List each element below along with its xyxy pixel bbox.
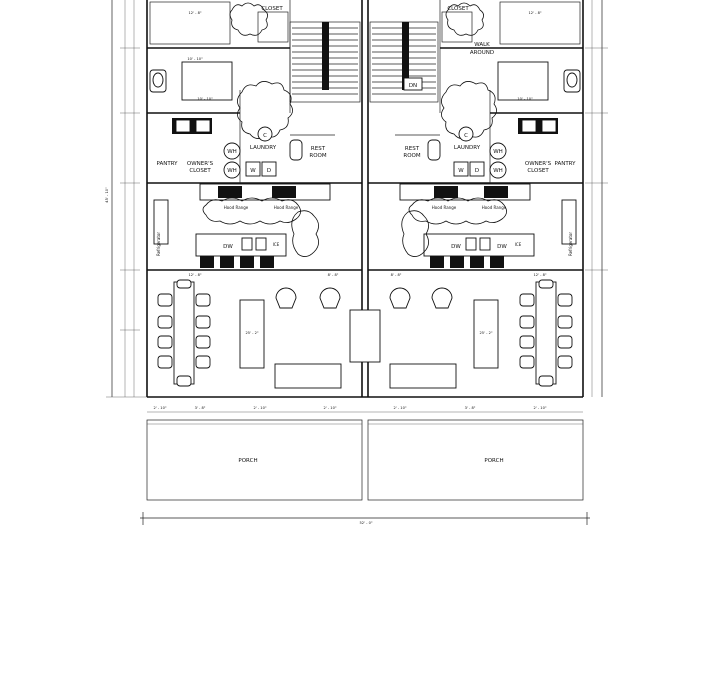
- left-unit-top: 12' - 8" 10' - 10" CLOSET 10' - 10": [149, 1, 361, 179]
- left-kitchen: Hood Range Hood Range Refrigerator DW IC…: [153, 183, 331, 268]
- porch-label-right: PORCH: [484, 458, 503, 464]
- left-living: 12' - 8" 25' - 2" 8' - 8": [157, 273, 342, 389]
- laundry-label-left: LAUNDRY: [250, 145, 277, 151]
- owners-closet-label-right: OWNER'S: [525, 161, 552, 167]
- refrigerator-label-left: Refrigerator: [156, 232, 161, 256]
- living-dim-right: 25' - 2": [479, 331, 492, 335]
- bath-dim-left: 10' - 10": [187, 57, 203, 61]
- porch-dim-3: 2' - 10": [253, 406, 266, 410]
- pantry-label-left: PANTRY: [156, 161, 178, 167]
- stairs-right: DN: [369, 21, 439, 103]
- tub-dim-right: 10' - 10": [517, 97, 533, 101]
- washer-c-left: C: [263, 133, 267, 139]
- wh-label-right-2: WH: [493, 168, 503, 174]
- porch-dim-1: 2' - 10": [153, 406, 166, 410]
- restroom-label-left: REST: [311, 146, 326, 152]
- porch: 2' - 10" 3' - 8" 2' - 10" 2' - 10" 2' - …: [140, 406, 590, 525]
- right-kitchen: Hood Range Hood Range Refrigerator DW DW…: [399, 183, 577, 268]
- dw-label-right-1: DW: [451, 244, 461, 250]
- around-label-right: AROUND: [470, 50, 494, 56]
- wh-label-left-2: WH: [227, 168, 237, 174]
- restroom-label-right-2: ROOM: [403, 153, 420, 159]
- owners-closet-label-left: OWNER'S: [187, 161, 214, 167]
- dw-label-left: DW: [223, 244, 233, 250]
- refrigerator-label-right: Refrigerator: [568, 232, 573, 256]
- right-dimension-line: [585, 0, 608, 397]
- restroom-label-right: REST: [405, 146, 420, 152]
- dining-dim-right: 12' - 8": [533, 273, 546, 277]
- hood-range-right-2: Hood Range: [482, 205, 507, 210]
- down-label: DN: [409, 83, 417, 89]
- wh-label-right: WH: [493, 149, 503, 155]
- overall-width-label: 52' - 0": [359, 521, 372, 525]
- hood-range-right-1: Hood Range: [432, 205, 457, 210]
- dryer-label-left: D: [267, 168, 271, 174]
- center-table: [349, 309, 381, 363]
- center-dim-left: 8' - 8": [328, 273, 339, 277]
- owners-closet-label-right-2: CLOSET: [527, 168, 549, 174]
- closet-label-left: CLOSET: [261, 6, 283, 12]
- center-dim-right: 8' - 8": [391, 273, 402, 277]
- wh-label-left: WH: [227, 149, 237, 155]
- owners-closet-label-left-2: CLOSET: [189, 168, 211, 174]
- right-living: 12' - 8" 25' - 2" 8' - 8": [389, 273, 573, 389]
- ice-label-left: ICE: [273, 242, 280, 247]
- ice-label-right: ICE: [515, 242, 522, 247]
- washer-label-right: W: [458, 168, 464, 174]
- dw-label-right-2: DW: [497, 244, 507, 250]
- stairs-left: [289, 21, 361, 103]
- tub-dim-left: 10' - 10": [197, 97, 213, 101]
- porch-dim-5: 2' - 10": [393, 406, 406, 410]
- laundry-label-right: LAUNDRY: [454, 145, 481, 151]
- hood-range-left-1: Hood Range: [224, 205, 249, 210]
- dining-dim-left: 12' - 8": [188, 273, 201, 277]
- walk-label-right: WALK: [474, 42, 490, 48]
- bedroom-dim-left: 12' - 8": [188, 11, 201, 15]
- dryer-label-right: D: [475, 168, 479, 174]
- washer-c-right: C: [464, 133, 468, 139]
- washer-label-left: W: [250, 168, 256, 174]
- pantry-label-right: PANTRY: [554, 161, 576, 167]
- porch-label-left: PORCH: [238, 458, 257, 464]
- porch-dim-6: 3' - 8": [465, 406, 476, 410]
- restroom-label-left-2: ROOM: [309, 153, 326, 159]
- bedroom-dim-right: 12' - 8": [528, 11, 541, 15]
- hood-range-left-2: Hood Range: [274, 205, 299, 210]
- vertical-dimension-label: 45' - 10": [105, 187, 109, 203]
- porch-dim-7: 2' - 10": [533, 406, 546, 410]
- living-dim-left: 25' - 2": [245, 331, 258, 335]
- porch-dim-4: 2' - 10": [323, 406, 336, 410]
- right-unit-top: 12' - 8" CLOSET WALK AROUND DN 36": [369, 1, 581, 179]
- left-dimension-line: 45' - 10": [105, 0, 147, 398]
- closet-label-right: CLOSET: [447, 6, 469, 12]
- porch-dim-2: 3' - 8": [195, 406, 206, 410]
